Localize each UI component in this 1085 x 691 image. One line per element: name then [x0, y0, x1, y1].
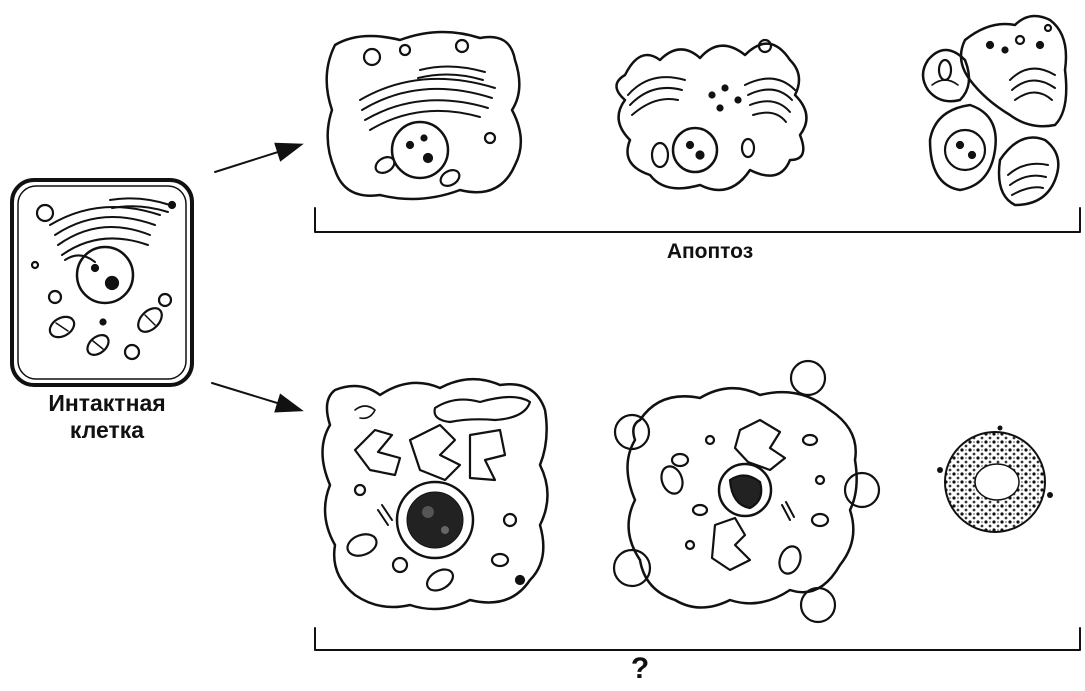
arrow-to-unknown — [212, 383, 300, 410]
intact-cell-label: Интактная клетка — [12, 390, 202, 444]
apoptosis-stage-3 — [923, 16, 1066, 205]
apoptosis-label: Апоптоз — [620, 240, 800, 264]
arrow-to-apoptosis — [215, 145, 300, 172]
unknown-process-label: ? — [615, 652, 665, 686]
unknown-stage-2 — [614, 361, 879, 622]
unknown-stage-3 — [937, 426, 1053, 533]
unknown-stage-1 — [323, 379, 548, 609]
intact-cell — [12, 180, 192, 385]
apoptosis-bracket — [315, 208, 1080, 232]
apoptosis-stage-1 — [327, 32, 521, 199]
unknown-bracket — [315, 628, 1080, 650]
apoptosis-stage-2 — [617, 40, 807, 190]
